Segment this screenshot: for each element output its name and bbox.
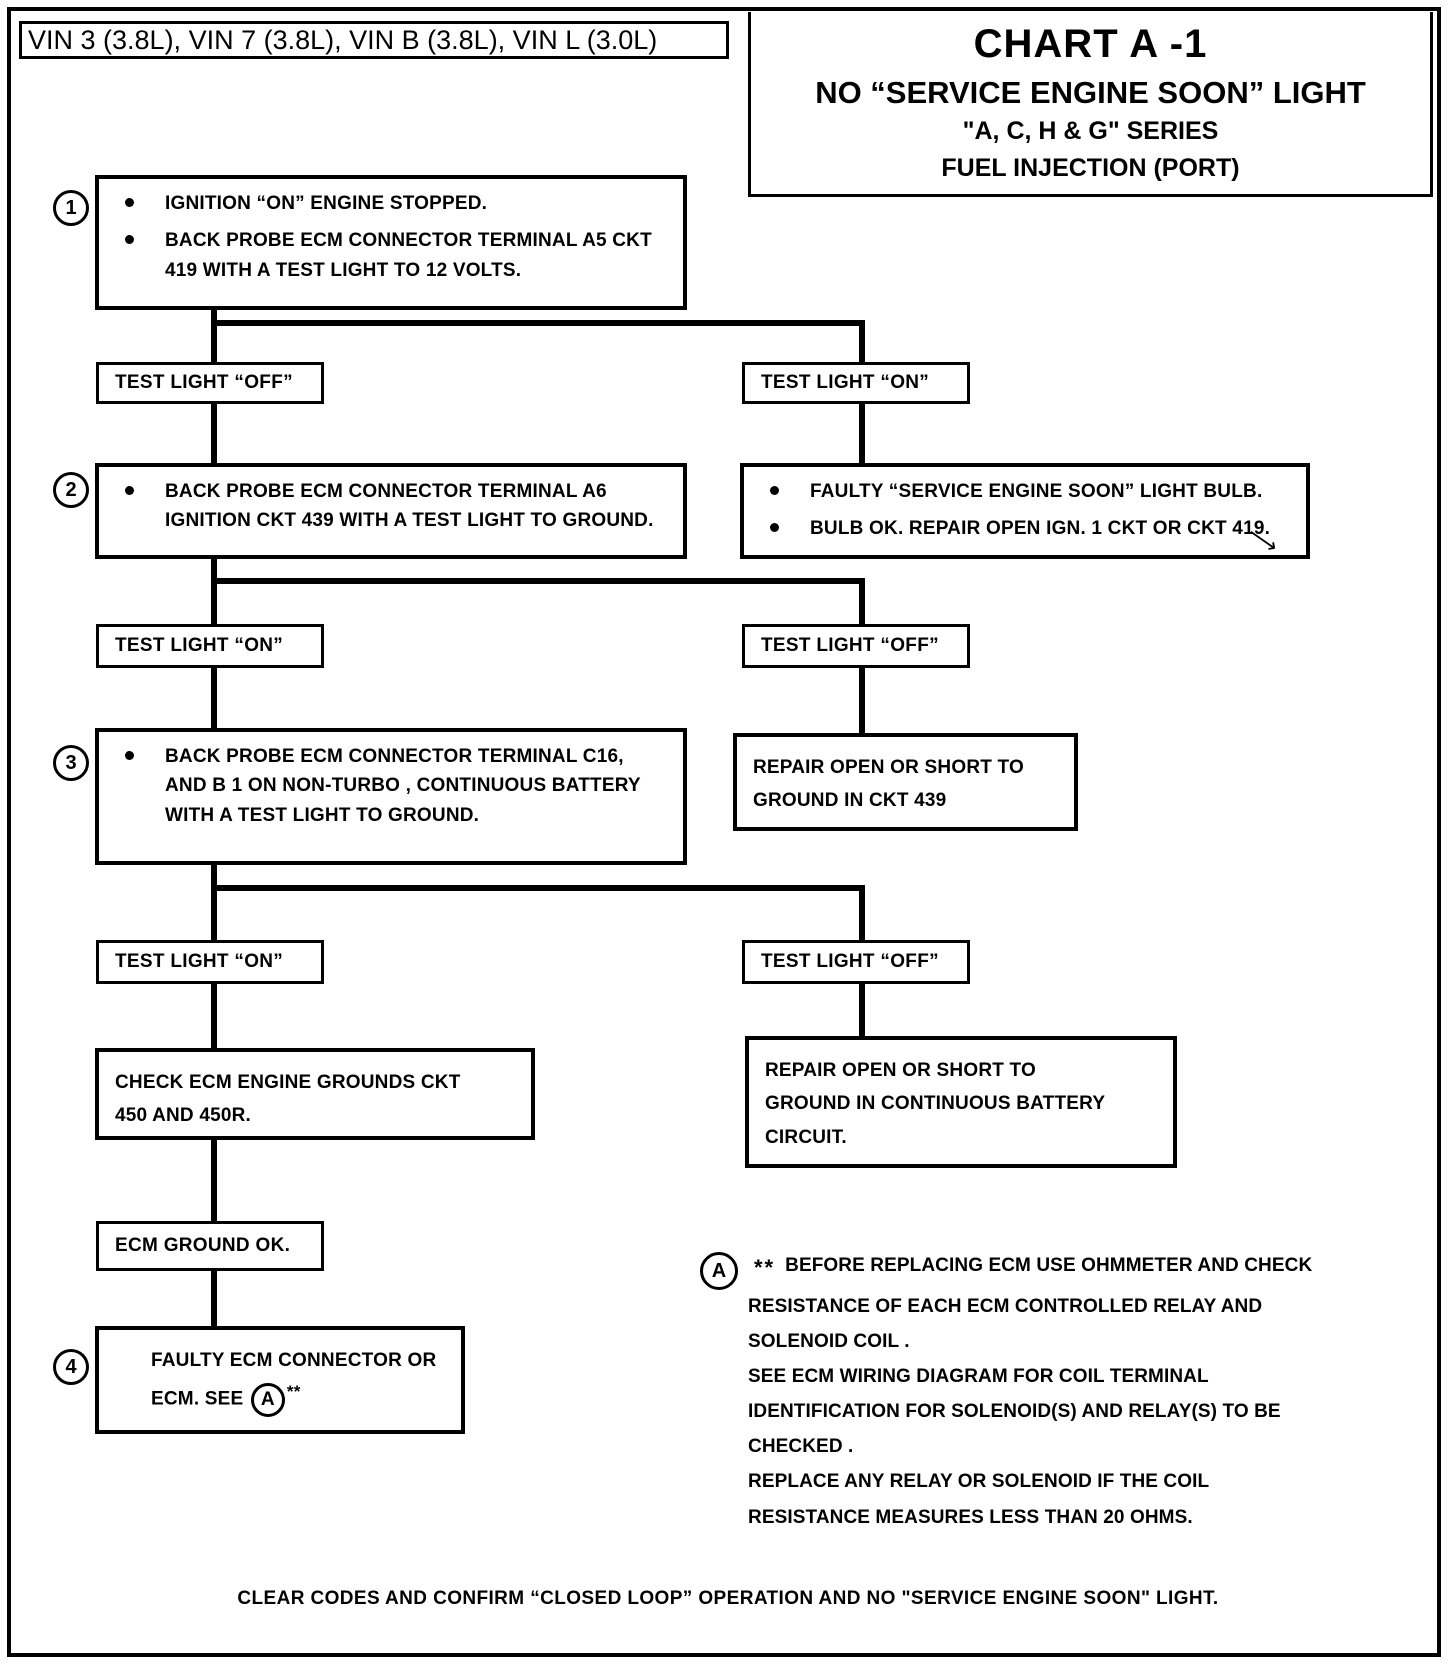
step3-bullet-1: BACK PROBE ECM CONNECTOR TERMINAL C16, A… xyxy=(113,742,669,830)
connector-v-to-step2 xyxy=(211,404,217,465)
repair-ckt439-box: REPAIR OPEN OR SHORT TO GROUND IN CKT 43… xyxy=(733,733,1078,831)
step-number-3: 3 xyxy=(53,745,89,781)
connector-h-branch3 xyxy=(211,885,865,891)
step4-stars: ** xyxy=(286,1382,301,1402)
connector-v-to-ground-ok xyxy=(211,1140,217,1223)
connector-v-to-step4 xyxy=(211,1271,217,1328)
step4-see-label: ECM. SEE xyxy=(151,1388,244,1410)
note-line-7: REPLACE ANY RELAY OR SOLENOID IF THE COI… xyxy=(748,1471,1210,1493)
connector-v-to-repair-439 xyxy=(859,668,865,735)
step3-box: BACK PROBE ECM CONNECTOR TERMINAL C16, A… xyxy=(95,728,687,865)
check-grounds-line2: 450 AND 450R. xyxy=(115,1105,252,1127)
test-light-off-box-1: TEST LIGHT “OFF” xyxy=(96,362,324,404)
connector-v-branch3-right xyxy=(859,885,865,942)
test-light-off-box-3: TEST LIGHT “OFF” xyxy=(742,940,970,984)
connector-h-branch2 xyxy=(211,578,865,584)
ecm-ground-ok-box: ECM GROUND OK. xyxy=(96,1221,324,1271)
bullet-dot-icon xyxy=(125,486,134,495)
note-line-5: IDENTIFICATION FOR SOLENOID(S) AND RELAY… xyxy=(748,1401,1281,1423)
connector-v-to-grounds xyxy=(211,984,217,1050)
connector-v-branch1-left xyxy=(211,320,217,364)
repair-ckt439-line1: REPAIR OPEN OR SHORT TO xyxy=(753,757,1024,778)
faulty-bulb-bullet-1: FAULTY “SERVICE ENGINE SOON” LIGHT BULB. xyxy=(758,477,1292,506)
chart-title-line2: "A, C, H & G" SERIES xyxy=(962,117,1219,145)
step-number-4: 4 xyxy=(53,1349,89,1385)
page-border xyxy=(7,7,1441,1657)
note-line-8: RESISTANCE MEASURES LESS THAN 20 OHMS. xyxy=(748,1506,1193,1528)
bullet-dot-icon xyxy=(770,486,779,495)
note-line-1-row: A ** BEFORE REPLACING ECM USE OHMMETER A… xyxy=(700,1248,1388,1290)
footer-note: CLEAR CODES AND CONFIRM “CLOSED LOOP” OP… xyxy=(237,1588,1219,1609)
vin-header-box: VIN 3 (3.8L), VIN 7 (3.8L), VIN B (3.8L)… xyxy=(19,21,729,59)
chart-number: CHART A -1 xyxy=(973,22,1208,66)
test-light-on-box-1: TEST LIGHT “ON” xyxy=(742,362,970,404)
connector-h-branch1 xyxy=(211,320,865,326)
check-ecm-grounds-box: CHECK ECM ENGINE GROUNDS CKT 450 AND 450… xyxy=(95,1048,535,1140)
connector-v-branch3-left xyxy=(211,885,217,942)
connector-v-branch2-right xyxy=(859,578,865,626)
note-line-1: BEFORE REPLACING ECM USE OHMMETER AND CH… xyxy=(785,1255,1313,1276)
chart-title-box: CHART A -1 NO “SERVICE ENGINE SOON” LIGH… xyxy=(748,12,1433,197)
faulty-bulb-box: FAULTY “SERVICE ENGINE SOON” LIGHT BULB.… xyxy=(740,463,1310,559)
step4-line1: FAULTY ECM CONNECTOR OR xyxy=(151,1350,437,1371)
test-light-on-box-2: TEST LIGHT “ON” xyxy=(96,624,324,668)
note-line-2: RESISTANCE OF EACH ECM CONTROLLED RELAY … xyxy=(748,1295,1263,1317)
connector-v-step2 xyxy=(211,559,217,581)
connector-v-to-step3 xyxy=(211,668,217,730)
chart-title-line1: NO “SERVICE ENGINE SOON” LIGHT xyxy=(815,75,1366,110)
reference-a-circle: A xyxy=(250,1382,285,1417)
test-light-on-box-3: TEST LIGHT “ON” xyxy=(96,940,324,984)
note-line-4: SEE ECM WIRING DIAGRAM FOR COIL TERMINAL xyxy=(748,1365,1209,1387)
step2-box: BACK PROBE ECM CONNECTOR TERMINAL A6 IGN… xyxy=(95,463,687,559)
step4-line2: ECM. SEE A** xyxy=(151,1377,445,1417)
vin-header-label: VIN 3 (3.8L), VIN 7 (3.8L), VIN B (3.8L)… xyxy=(28,24,658,55)
connector-v-branch2-left xyxy=(211,578,217,626)
note-line-6: CHECKED . xyxy=(748,1436,854,1458)
bullet-dot-icon xyxy=(125,235,134,245)
step1-bullet-1: IGNITION “ON” ENGINE STOPPED. xyxy=(113,189,669,218)
step2-bullet-1: BACK PROBE ECM CONNECTOR TERMINAL A6 IGN… xyxy=(113,477,669,536)
note-block-a: A ** BEFORE REPLACING ECM USE OHMMETER A… xyxy=(700,1248,1388,1535)
faulty-bulb-bullet-2: BULB OK. REPAIR OPEN IGN. 1 CKT OR CKT 4… xyxy=(758,514,1292,543)
test-light-off-box-2: TEST LIGHT “OFF” xyxy=(742,624,970,668)
repair-battery-line3: CIRCUIT. xyxy=(765,1126,847,1148)
connector-v-branch1-right xyxy=(859,320,865,364)
note-reference-a-circle: A xyxy=(700,1252,738,1290)
step4-box: FAULTY ECM CONNECTOR OR ECM. SEE A** xyxy=(95,1326,465,1434)
repair-battery-line2: GROUND IN CONTINUOUS BATTERY xyxy=(765,1093,1106,1115)
connector-v-to-repair-battery xyxy=(859,984,865,1036)
note-line-3: SOLENOID COIL . xyxy=(748,1330,910,1352)
bullet-dot-icon xyxy=(770,523,779,533)
step1-box: IGNITION “ON” ENGINE STOPPED. BACK PROBE… xyxy=(95,175,687,310)
check-grounds-line1: CHECK ECM ENGINE GROUNDS CKT xyxy=(115,1072,461,1093)
repair-continuous-battery-box: REPAIR OPEN OR SHORT TO GROUND IN CONTIN… xyxy=(745,1036,1177,1168)
repair-ckt439-line2: GROUND IN CKT 439 xyxy=(753,790,947,812)
note-stars: ** xyxy=(754,1255,776,1280)
bullet-dot-icon xyxy=(125,751,134,760)
connector-v-step3 xyxy=(211,865,217,887)
connector-v-to-bulb-box xyxy=(859,404,865,465)
chart-title-line3: FUEL INJECTION (PORT) xyxy=(941,154,1240,182)
bullet-dot-icon xyxy=(125,198,134,207)
step-number-2: 2 xyxy=(53,472,89,508)
step-number-1: 1 xyxy=(53,190,89,226)
step1-bullet-2: BACK PROBE ECM CONNECTOR TERMINAL A5 CKT… xyxy=(113,226,669,285)
repair-battery-line1: REPAIR OPEN OR SHORT TO xyxy=(765,1060,1036,1081)
